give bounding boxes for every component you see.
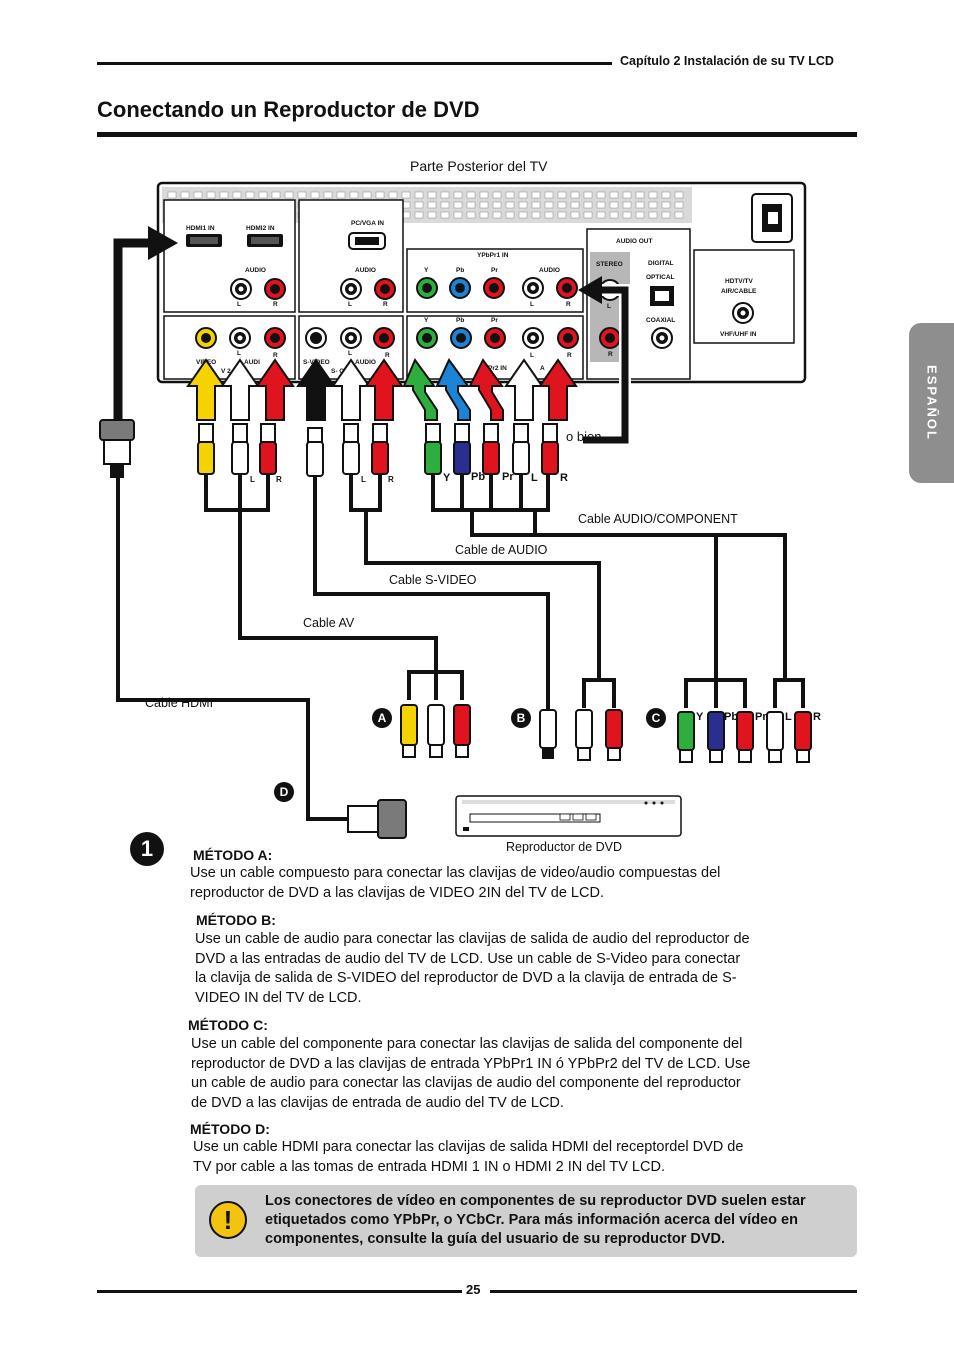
plug-r-4: R [813,711,821,723]
plug-l-3: L [531,472,538,484]
plug-pb-2: Pb [724,711,738,723]
hdmi-cable-label: Cable HDMI [145,696,214,710]
dvd-side-plugs [400,704,812,763]
r-label-1: R [273,301,278,308]
plug-y-2: Y [696,711,704,723]
method-d-heading: MÉTODO D: [190,1121,270,1137]
av-cable-label: Cable AV [303,616,355,630]
tv-rear-panel: HDMI1 IN HDMI2 IN PC/VGA IN AUDIO L R AU… [156,181,807,384]
method-c-text: Use un cable del componente para conecta… [191,1036,751,1111]
dvd-player-label: Reproductor de DVD [506,840,623,854]
chapter-header: Capítulo 2 Instalación de su TV LCD [620,54,834,68]
audio-label-2: AUDIO [355,267,376,274]
language-tab: ESPAÑOL [909,323,954,483]
cable-wires [204,474,805,710]
method-b-text: Use un cable de audio para conectar las … [195,931,750,1006]
hdmi2-label: HDMI2 IN [246,225,275,232]
l-label-5: L [348,350,352,357]
pb-label-2: Pb [456,317,464,324]
plug-l-1: L [250,475,255,484]
badge-b: B [517,711,526,725]
pb-label-1: Pb [456,267,464,274]
audio-out-arrow [578,276,631,446]
connection-diagram: HDMI1 IN HDMI2 IN PC/VGA IN AUDIO L R AU… [99,181,821,839]
plug-pr-1: Pr [502,471,514,483]
svideo-cable-label: Cable S-VIDEO [389,573,477,587]
audio-short-label: AUDI [244,359,260,366]
optical-label: OPTICAL [646,274,675,281]
audio-label-3: AUDIO [539,267,560,274]
l-label-2: L [348,301,352,308]
audio-s-label: AUDIO [355,359,376,366]
coaxial-label: COAXIAL [646,317,675,324]
r-label-3: R [566,301,571,308]
stereo-label: STEREO [596,261,623,268]
digital-label: DIGITAL [648,260,674,267]
method-a-heading: MÉTODO A: [193,847,273,863]
audio-label-1: AUDIO [245,267,266,274]
l-label-3: L [530,301,534,308]
footer-rule-right [490,1290,857,1293]
r-label-4: R [273,352,278,359]
r-label-2: R [383,301,388,308]
hdmi-cable [99,226,407,839]
pr-label-1: Pr [491,267,498,274]
pr-label-2: Pr [491,317,498,324]
badge-d: D [280,785,289,799]
page-number: 25 [466,1282,481,1297]
step-number-badge: 1 [130,832,164,866]
method-badges: A B C D [274,708,666,802]
method-a-text: Use un cable compuesto para conectar las… [190,865,721,901]
tv-side-plugs [197,423,559,477]
audio-cable-label: Cable de AUDIO [455,543,548,557]
audio-out-label: AUDIO OUT [616,238,653,245]
method-d-text: Use un cable HDMI para conectar las clav… [193,1139,744,1175]
plug-r-2: R [388,475,394,484]
or-label: o bien [566,429,602,444]
input-arrows [186,357,578,421]
pcvga-label: PC/VGA IN [351,220,384,227]
note-text: Los conectores de vídeo en componentes d… [265,1193,806,1247]
y-label-1: Y [424,267,429,274]
r-label-6: R [567,352,572,359]
plug-l-2: L [361,475,366,484]
r-label-out: R [608,351,613,358]
tv-back-label: Parte Posterior del TV [410,158,548,174]
plug-r-1: R [276,475,282,484]
r-label-5: R [385,352,390,359]
plug-l-4: L [785,711,792,723]
ypbpr2-label: Pr2 IN [488,365,507,372]
l-label-4: L [237,350,241,357]
page-title: Conectando un Reproductor de DVD [97,97,480,122]
audio-component-cable-label: Cable AUDIO/COMPONENT [578,512,738,526]
footer-rule-left [97,1290,462,1293]
note-box: ! Los conectores de vídeo en componentes… [195,1185,857,1257]
badge-c: C [652,711,661,725]
l-label-6: L [530,352,534,359]
ypbpr1-label: YPbPr1 IN [477,252,509,259]
vhf-label: VHF/UHF IN [720,331,757,338]
hdmi1-label: HDMI1 IN [186,225,215,232]
l-label-1: L [237,301,241,308]
hdtv-label: HDTV/TV [725,278,753,285]
air-cable-label: AIR/CABLE [721,288,757,295]
method-b-heading: MÉTODO B: [196,912,276,928]
plug-y-1: Y [443,472,451,484]
plug-r-3: R [560,472,568,484]
plug-pr-2: Pr [755,711,767,723]
badge-a: A [378,711,387,725]
exclamation-icon: ! [209,1201,247,1239]
title-rule [97,132,857,137]
y-label-2: Y [424,317,429,324]
header-rule [97,62,612,65]
audio-a-label: A [540,365,545,372]
video2in-label: V 2 IN [221,368,239,375]
plug-pb-1: Pb [471,471,485,483]
dvd-player-icon [455,795,682,837]
l-label-out: L [607,303,611,310]
method-c-heading: MÉTODO C: [188,1017,268,1033]
